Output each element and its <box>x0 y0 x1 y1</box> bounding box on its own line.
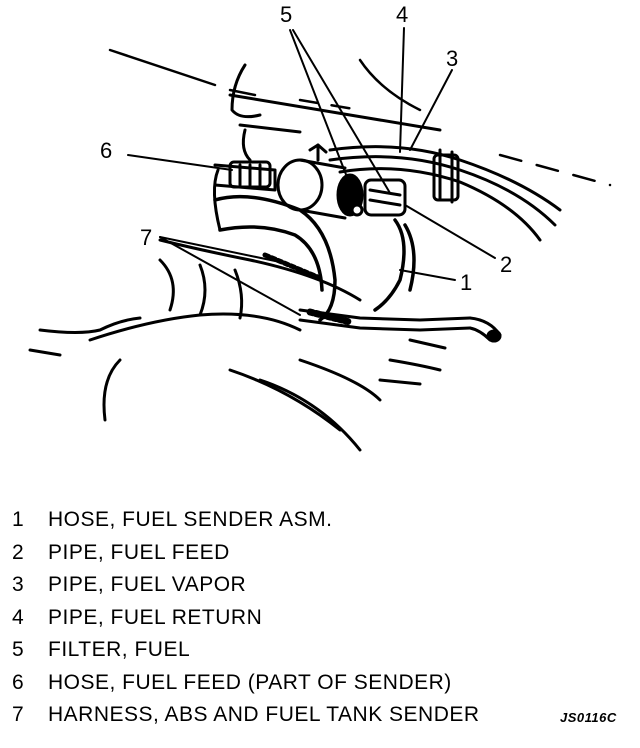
frame-rail-lines <box>108 48 612 187</box>
legend-number: 7 <box>12 703 25 726</box>
legend-text: HARNESS, ABS AND FUEL TANK SENDER <box>48 703 480 726</box>
callout-4: 4 <box>396 2 408 27</box>
legend-item: 2 PIPE, FUEL FEED <box>8 541 608 574</box>
pipe-bundle <box>328 145 562 242</box>
legend-item: 5 FILTER, FUEL <box>8 638 608 671</box>
legend-text: PIPE, FUEL VAPOR <box>48 573 247 596</box>
legend-text: FILTER, FUEL <box>48 638 191 661</box>
legend-number: 5 <box>12 638 25 661</box>
figure-code: JS0116C <box>560 710 617 725</box>
callout-2: 2 <box>500 252 512 277</box>
legend-text: PIPE, FUEL RETURN <box>48 605 263 629</box>
parts-legend: 1 HOSE, FUEL SENDER ASM. 2 PIPE, FUEL FE… <box>8 508 608 736</box>
legend-number: 1 <box>12 508 25 531</box>
legend-text: HOSE, FUEL FEED (PART OF SENDER) <box>48 670 452 694</box>
legend-number: 4 <box>12 605 25 629</box>
legend-item: 4 PIPE, FUEL RETURN <box>8 606 608 639</box>
legend-number: 3 <box>12 573 25 596</box>
filter-fittings <box>363 178 407 217</box>
legend-item: 1 HOSE, FUEL SENDER ASM. <box>8 508 608 541</box>
legend-item: 3 PIPE, FUEL VAPOR <box>8 573 608 606</box>
callout-1: 1 <box>460 270 472 295</box>
callout-6: 6 <box>100 138 112 163</box>
legend-text: PIPE, FUEL FEED <box>48 540 230 564</box>
lower-structure <box>28 258 447 452</box>
callout-7: 7 <box>140 225 152 250</box>
legend-text: HOSE, FUEL SENDER ASM. <box>48 508 333 531</box>
legend-item: 7 HARNESS, ABS AND FUEL TANK SENDER <box>8 703 608 736</box>
leader-lines <box>127 27 496 316</box>
legend-number: 2 <box>12 540 25 564</box>
fuel-feed-hose-connector <box>213 160 277 232</box>
fuel-filter <box>276 143 364 220</box>
callout-3: 3 <box>446 46 458 71</box>
underbody-panel <box>228 63 442 162</box>
legend-number: 6 <box>12 670 25 694</box>
legend-item: 6 HOSE, FUEL FEED (PART OF SENDER) <box>8 671 608 704</box>
callout-5: 5 <box>280 2 292 27</box>
sender-hose <box>213 194 416 322</box>
abs-harness <box>158 238 502 343</box>
fuel-system-illustration: 5 4 3 6 7 2 1 <box>28 2 612 452</box>
